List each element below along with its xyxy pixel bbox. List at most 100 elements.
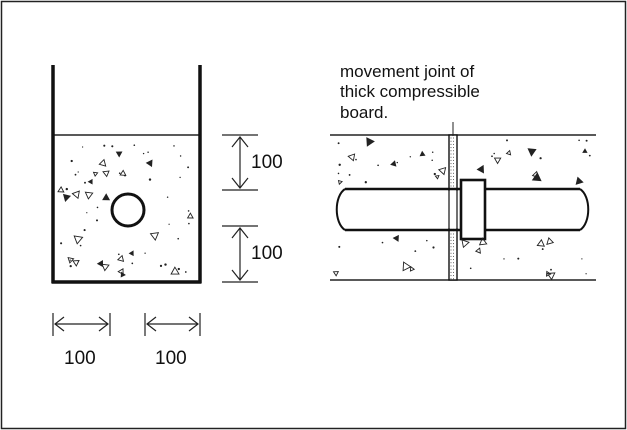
aggregate-speck — [338, 163, 341, 166]
aggregate-speck — [128, 250, 134, 257]
aggregate-speck — [96, 206, 99, 209]
board-speck — [450, 278, 452, 280]
aggregate-speck — [409, 156, 412, 158]
board-speck — [450, 182, 452, 184]
aggregate-speck — [581, 258, 583, 260]
board-speck — [450, 275, 452, 277]
aggregate-speck — [120, 271, 126, 278]
movement-joint-section — [330, 134, 596, 281]
aggregate-speck — [431, 151, 434, 154]
aggregate-speck — [402, 261, 412, 272]
board-speck — [453, 153, 454, 155]
board-speck — [453, 182, 454, 184]
aggregate-speck — [432, 246, 435, 249]
aggregate-speck — [188, 222, 190, 225]
board-speck — [450, 159, 452, 161]
aggregate-speck — [546, 270, 552, 277]
aggregate-speck — [144, 252, 146, 254]
aggregate-speck — [588, 154, 591, 157]
slab-aggregate — [332, 137, 591, 281]
aggregate-speck — [115, 151, 123, 158]
board-speck — [453, 275, 454, 277]
pipe-sleeve — [459, 178, 487, 241]
aggregate-speck — [69, 259, 71, 261]
aggregate-speck — [546, 272, 556, 281]
board-speck — [450, 243, 452, 245]
aggregate-speck — [65, 187, 68, 191]
aggregate-speck — [71, 190, 80, 200]
aggregate-speck — [159, 264, 163, 268]
aggregate-speck — [168, 223, 170, 225]
aggregate-speck — [392, 234, 399, 242]
dim-label-upper: 100 — [251, 152, 283, 173]
aggregate-speck — [550, 268, 552, 271]
aggregate-speck — [131, 262, 134, 265]
aggregate-speck — [111, 145, 114, 148]
aggregate-speck — [60, 242, 63, 245]
aggregate-speck — [149, 232, 160, 241]
aggregate-speck — [177, 237, 180, 240]
board-speck — [450, 172, 452, 174]
aggregate-speck — [179, 176, 181, 179]
dim-label-lower: 100 — [251, 243, 283, 264]
board-speck — [450, 175, 452, 177]
board-speck — [453, 140, 454, 142]
aggregate-speck — [83, 229, 86, 232]
board-speck — [453, 243, 454, 245]
aggregate-speck — [79, 244, 82, 247]
aggregate-speck — [426, 239, 428, 242]
aggregate-speck — [437, 166, 447, 176]
aggregate-speck — [117, 268, 124, 276]
board-speck — [450, 153, 452, 155]
aggregate-speck — [517, 257, 520, 260]
board-speck — [453, 259, 454, 261]
aggregate-speck — [476, 164, 484, 174]
aggregate-speck — [506, 139, 508, 142]
aggregate-speck — [62, 193, 72, 202]
aggregate-speck — [142, 152, 145, 155]
aggregate-speck — [381, 241, 384, 244]
aggregate-speck — [582, 148, 588, 153]
dimension-upper-depth: 100 — [222, 134, 283, 191]
board-speck — [453, 278, 454, 280]
aggregate-speck — [474, 247, 481, 254]
board-speck — [453, 185, 454, 187]
board-speck — [450, 140, 452, 142]
aggregate-speck — [102, 193, 111, 201]
board-speck — [453, 169, 454, 171]
aggregate-speck — [419, 150, 426, 157]
note-line-3: board. — [340, 103, 388, 122]
aggregate-speck — [187, 210, 190, 212]
aggregate-speck — [164, 263, 167, 266]
aggregate-speck — [575, 176, 584, 185]
board-speck — [453, 175, 454, 177]
board-speck — [453, 137, 454, 139]
trench-section — [51, 65, 202, 284]
aggregate-speck — [461, 239, 470, 249]
aggregate-speck — [186, 212, 194, 219]
aggregate-speck — [116, 254, 125, 262]
board-speck — [453, 265, 454, 267]
aggregate-speck — [119, 169, 127, 176]
aggregate-speck — [409, 265, 416, 272]
aggregate-speck — [57, 186, 65, 193]
pipe-cross-section — [110, 192, 146, 228]
board-speck — [453, 246, 454, 248]
board-speck — [453, 159, 454, 161]
board-speck — [453, 147, 454, 149]
aggregate-speck — [348, 173, 351, 176]
aggregate-speck — [69, 264, 72, 268]
aggregate-speck — [73, 235, 84, 245]
aggregate-speck — [585, 139, 588, 142]
aggregate-speck — [478, 237, 488, 246]
board-speck — [450, 179, 452, 181]
aggregate-speck — [337, 142, 340, 145]
board-speck — [450, 156, 452, 158]
aggregate-speck — [396, 161, 398, 164]
pipe-left-end — [335, 188, 346, 231]
aggregate-speck — [578, 139, 580, 142]
aggregate-speck — [118, 172, 121, 174]
aggregate-speck — [170, 266, 180, 275]
aggregate-speck — [390, 160, 397, 167]
